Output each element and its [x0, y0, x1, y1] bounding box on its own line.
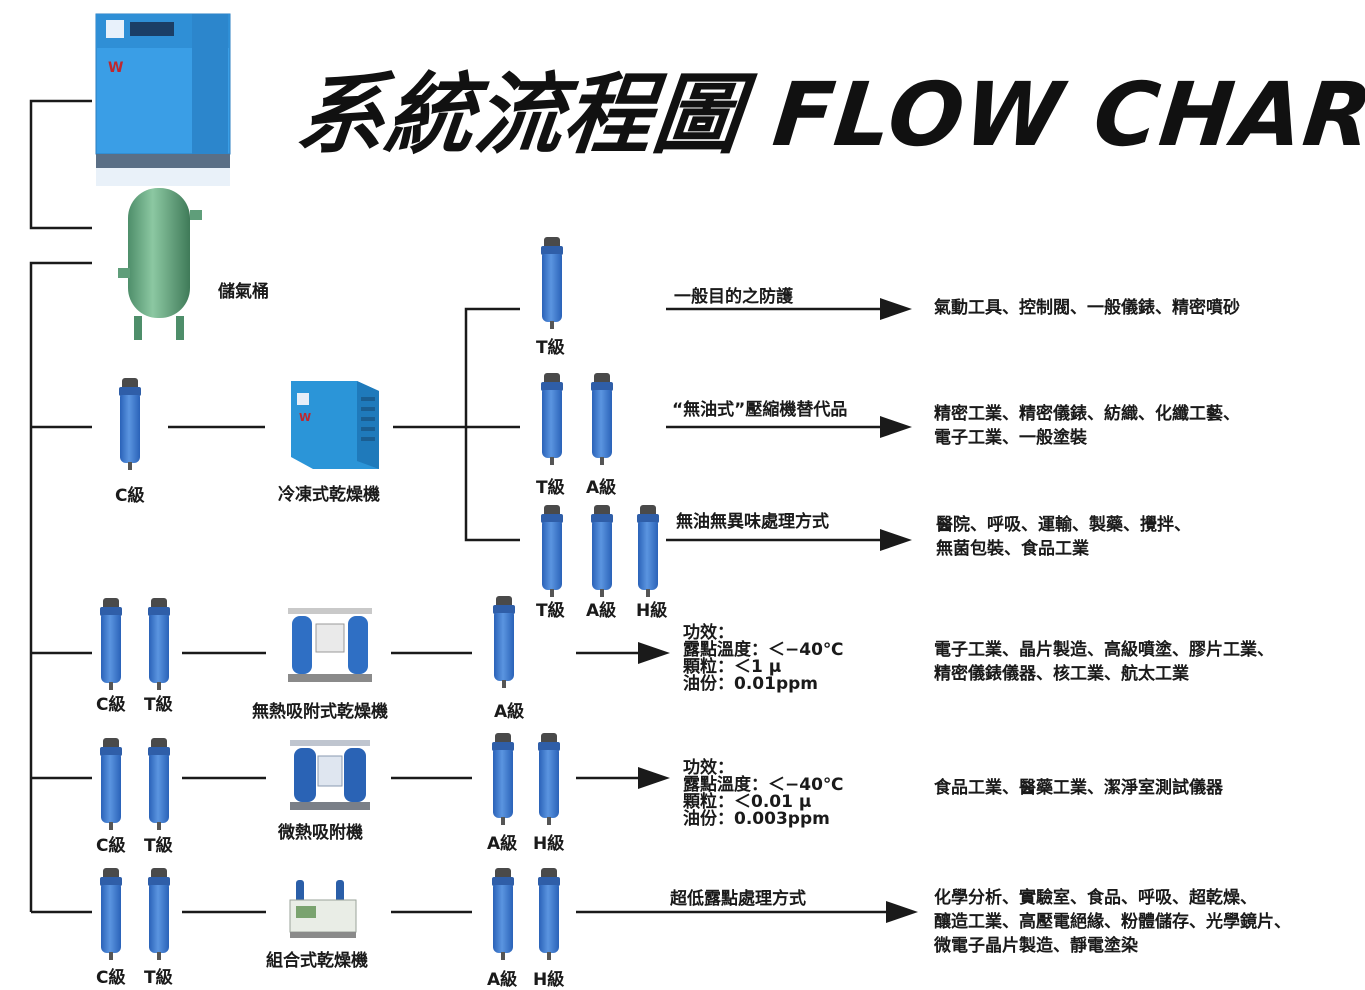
filter-t-grade-image [541, 373, 563, 465]
spec-line: 功效： [683, 758, 734, 778]
combined-dryer-image [289, 880, 357, 938]
filter-a-grade-image [591, 373, 613, 465]
arrow-5-head [638, 767, 670, 789]
grade-label-t-branch3: T級 [536, 601, 565, 621]
application-line: 釀造工業、高壓電絕緣、粉體儲存、光學鏡片、 [934, 912, 1291, 932]
spec-line: 顆粒：＜0.01 μ [683, 792, 812, 812]
grade-label-a-branch3: A級 [586, 601, 617, 621]
grade-label-t-row3: T級 [144, 836, 173, 856]
svg-text:W: W [299, 411, 311, 424]
heatless-dryer-label: 無熱吸附式乾燥機 [252, 702, 388, 722]
page-title: 系統流程圖 FLOW CHART [291, 63, 1365, 166]
application-line: 無菌包裝、食品工業 [936, 539, 1089, 559]
grade-label-c-row2: C級 [96, 695, 126, 715]
spec-line: 油份：0.003ppm [683, 809, 830, 829]
spec-line: 顆粒：＜1 μ [683, 657, 782, 677]
air-tank-image [118, 188, 202, 340]
grade-label-a-row4: A級 [487, 970, 518, 990]
filter-c-grade-image [100, 738, 122, 830]
application-line: 電子工業、一般塗裝 [934, 428, 1087, 448]
arrow-6-head [886, 901, 918, 923]
applications-branch-4: 電子工業、晶片製造、高級噴塗、膠片工業、 精密儀錶儀器、核工業、航太工業 [934, 638, 1274, 686]
applications-branch-2: 精密工業、精密儀錶、紡織、化纖工藝、 電子工業、一般塗裝 [934, 402, 1240, 450]
grade-label-t-row2: T級 [144, 695, 173, 715]
filter-t-grade-image [541, 505, 563, 597]
refrigerated-dryer-label: 冷凍式乾燥機 [278, 485, 380, 505]
grade-label-h-branch3: H級 [636, 601, 668, 621]
branch-6-header: 超低露點處理方式 [670, 889, 806, 909]
spec-line: 露點溫度：＜−40℃ [683, 640, 844, 660]
grade-label-c-row3: C級 [96, 836, 126, 856]
filter-a-grade-image [492, 733, 514, 825]
microheat-dryer-image [290, 740, 370, 810]
svg-text:W: W [108, 60, 123, 76]
arrow-3-head [880, 529, 912, 551]
spec-line: 露點溫度：＜−40℃ [683, 775, 844, 795]
grade-label-c-row1: C級 [115, 486, 145, 506]
grade-label-a-branch2: A級 [586, 478, 617, 498]
application-line: 食品工業、醫藥工業、潔淨室測試儀器 [934, 778, 1223, 798]
filter-t-grade-image [148, 868, 170, 960]
filter-t-grade-image [541, 237, 563, 329]
branch-3-header: 無油無異味處理方式 [676, 512, 829, 532]
filter-h-grade-image [538, 868, 560, 960]
applications-branch-1: 氣動工具、控制閥、一般儀錶、精密噴砂 [934, 296, 1240, 320]
grade-label-h-row4: H級 [533, 970, 565, 990]
application-line: 醫院、呼吸、運輸、製藥、攪拌、 [936, 515, 1191, 535]
filter-a-grade-image [493, 596, 515, 688]
spec-block-microheat: 功效： 露點溫度：＜−40℃ 顆粒：＜0.01 μ 油份：0.003ppm [683, 760, 844, 828]
spec-line: 功效： [683, 623, 734, 643]
filter-a-grade-image [492, 868, 514, 960]
filter-h-grade-image [637, 505, 659, 597]
application-line: 電子工業、晶片製造、高級噴塗、膠片工業、 [934, 640, 1274, 660]
grade-label-t-branch1: T級 [536, 338, 565, 358]
filter-t-grade-image [148, 738, 170, 830]
applications-branch-5: 食品工業、醫藥工業、潔淨室測試儀器 [934, 776, 1223, 800]
grade-label-c-row4: C級 [96, 968, 126, 988]
grade-label-t-row4: T級 [144, 968, 173, 988]
application-line: 微電子晶片製造、靜電塗染 [934, 936, 1138, 956]
tank-label: 儲氣桶 [218, 282, 269, 302]
combined-dryer-label: 組合式乾燥機 [266, 951, 368, 971]
application-line: 精密工業、精密儀錶、紡織、化纖工藝、 [934, 404, 1240, 424]
branch-1-header: 一般目的之防護 [674, 287, 793, 307]
arrow-2-head [880, 416, 912, 438]
applications-branch-3: 醫院、呼吸、運輸、製藥、攪拌、 無菌包裝、食品工業 [936, 513, 1191, 561]
applications-branch-6: 化學分析、實驗室、食品、呼吸、超乾燥、 釀造工業、高壓電絕緣、粉體儲存、光學鏡片… [934, 886, 1291, 958]
arrow-4-head [638, 642, 670, 664]
filter-c-grade-image [100, 868, 122, 960]
grade-label-a-row3: A級 [487, 834, 518, 854]
compressor-tank-connector [29, 99, 92, 230]
filter-h-grade-image [538, 733, 560, 825]
filter-c-grade-image [119, 378, 141, 470]
application-line: 化學分析、實驗室、食品、呼吸、超乾燥、 [934, 888, 1257, 908]
microheat-dryer-label: 微熱吸附機 [278, 823, 363, 843]
grade-label-h-row3: H級 [533, 834, 565, 854]
grade-label-a-row2: A級 [494, 702, 525, 722]
spec-line: 油份：0.01ppm [683, 674, 818, 694]
arrow-1-head [880, 298, 912, 320]
spec-block-heatless: 功效： 露點溫度：＜−40℃ 顆粒：＜1 μ 油份：0.01ppm [683, 625, 844, 693]
application-line: 氣動工具、控制閥、一般儀錶、精密噴砂 [934, 298, 1240, 318]
filter-a-grade-image [591, 505, 613, 597]
air-compressor-image: W [95, 13, 231, 186]
application-line: 精密儀錶儀器、核工業、航太工業 [934, 664, 1189, 684]
heatless-dryer-image [288, 608, 372, 682]
filter-t-grade-image [148, 598, 170, 690]
refrigerated-dryer-image: W [291, 381, 379, 469]
branch-2-header: “無油式”壓縮機替代品 [672, 400, 848, 420]
grade-label-t-branch2: T級 [536, 478, 565, 498]
refrigerated-split-bracket [464, 307, 520, 542]
main-trunk-line [29, 261, 92, 912]
filter-c-grade-image [100, 598, 122, 690]
